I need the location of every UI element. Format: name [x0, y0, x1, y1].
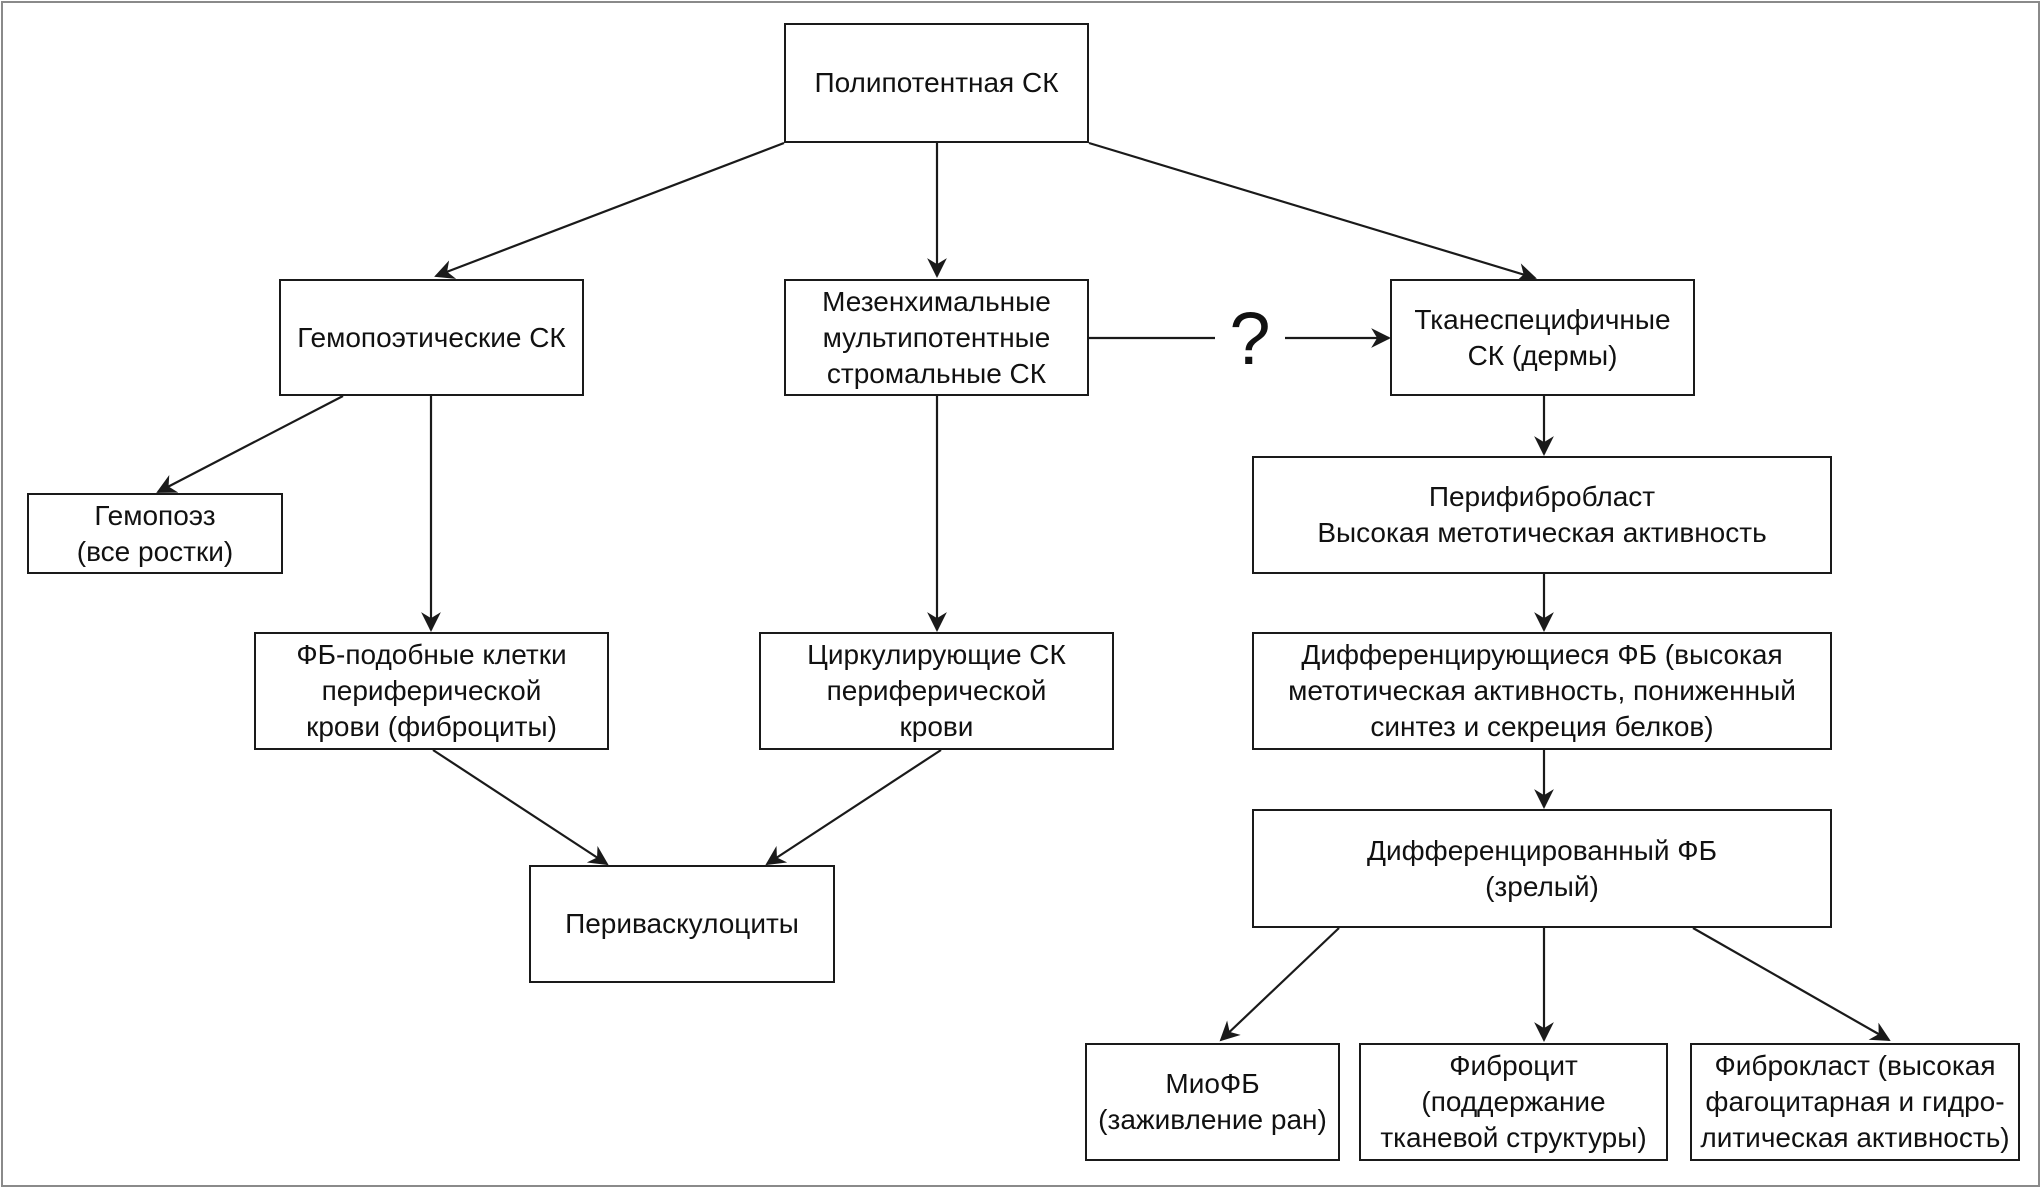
arrow-hematopoietic-to-hematopoiesis [156, 395, 344, 493]
node-label: Дифференцирующиеся ФБ (высокая метотичес… [1288, 639, 1796, 742]
node-label: ФБ-подобные клетки периферической крови … [296, 639, 567, 742]
node-label: Фиброкласт (высокая фагоцитарная и гидро… [1700, 1050, 2010, 1153]
node-label: Полипотентная СК [814, 67, 1059, 98]
node-fibroclast: Фиброкласт (высокая фагоцитарная и гидро… [1690, 1043, 2020, 1161]
connector-layer [156, 141, 1891, 1042]
node-pluripotent-sc: Полипотентная СК [784, 23, 1089, 143]
node-label: Фиброцит (поддержание тканевой структуры… [1380, 1050, 1647, 1153]
arrow-circulating-to-perivasculocytes [765, 749, 942, 866]
node-label: Циркулирующие СК периферической крови [807, 639, 1066, 742]
node-tissue-specific-sc: Тканеспецифичные СК (дермы) [1390, 279, 1695, 396]
arrow-pluripotent-to-hematopoietic [434, 141, 785, 279]
unknown-link-question-mark: ? [1215, 293, 1285, 383]
node-mesenchymal-sc: Мезенхимальные мультипотентные стромальн… [784, 279, 1089, 396]
node-fibrocyte: Фиброцит (поддержание тканевой структуры… [1359, 1043, 1668, 1161]
node-label: Мезенхимальные мультипотентные стромальн… [822, 285, 1051, 389]
node-differentiating-fb: Дифференцирующиеся ФБ (высокая метотичес… [1252, 632, 1832, 750]
node-perifibroblast: Перифибробласт Высокая метотическая акти… [1252, 456, 1832, 574]
node-circulating-sc: Циркулирующие СК периферической крови [759, 632, 1114, 750]
arrow-pluripotent-to-tissue-specific [1088, 141, 1537, 283]
arrow-differentiated-to-myofb [1219, 927, 1340, 1042]
node-label: Тканеспецифичные СК (дермы) [1414, 303, 1671, 371]
node-label: Дифференцированный ФБ (зрелый) [1367, 834, 1717, 902]
arrow-fibrocytes-blood-to-perivasculocytes [432, 749, 609, 866]
node-hematopoietic-sc: Гемопоэтические СК [279, 279, 584, 396]
node-hematopoiesis: Гемопоэз (все ростки) [27, 493, 283, 574]
node-label: МиоФБ (заживление ран) [1098, 1068, 1327, 1135]
node-fibrocytes-peripheral-blood: ФБ-подобные клетки периферической крови … [254, 632, 609, 750]
node-myofb: МиоФБ (заживление ран) [1085, 1043, 1340, 1161]
node-label: Перифибробласт Высокая метотическая акти… [1317, 481, 1767, 548]
node-label: Гемопоэз (все ростки) [76, 499, 234, 567]
node-differentiated-fb: Дифференцированный ФБ (зрелый) [1252, 809, 1832, 928]
node-label: Периваскулоциты [565, 908, 799, 939]
node-perivasculocytes: Периваскулоциты [529, 865, 835, 983]
node-label: Гемопоэтические СК [297, 321, 566, 353]
arrow-differentiated-to-fibroclast [1692, 927, 1891, 1041]
